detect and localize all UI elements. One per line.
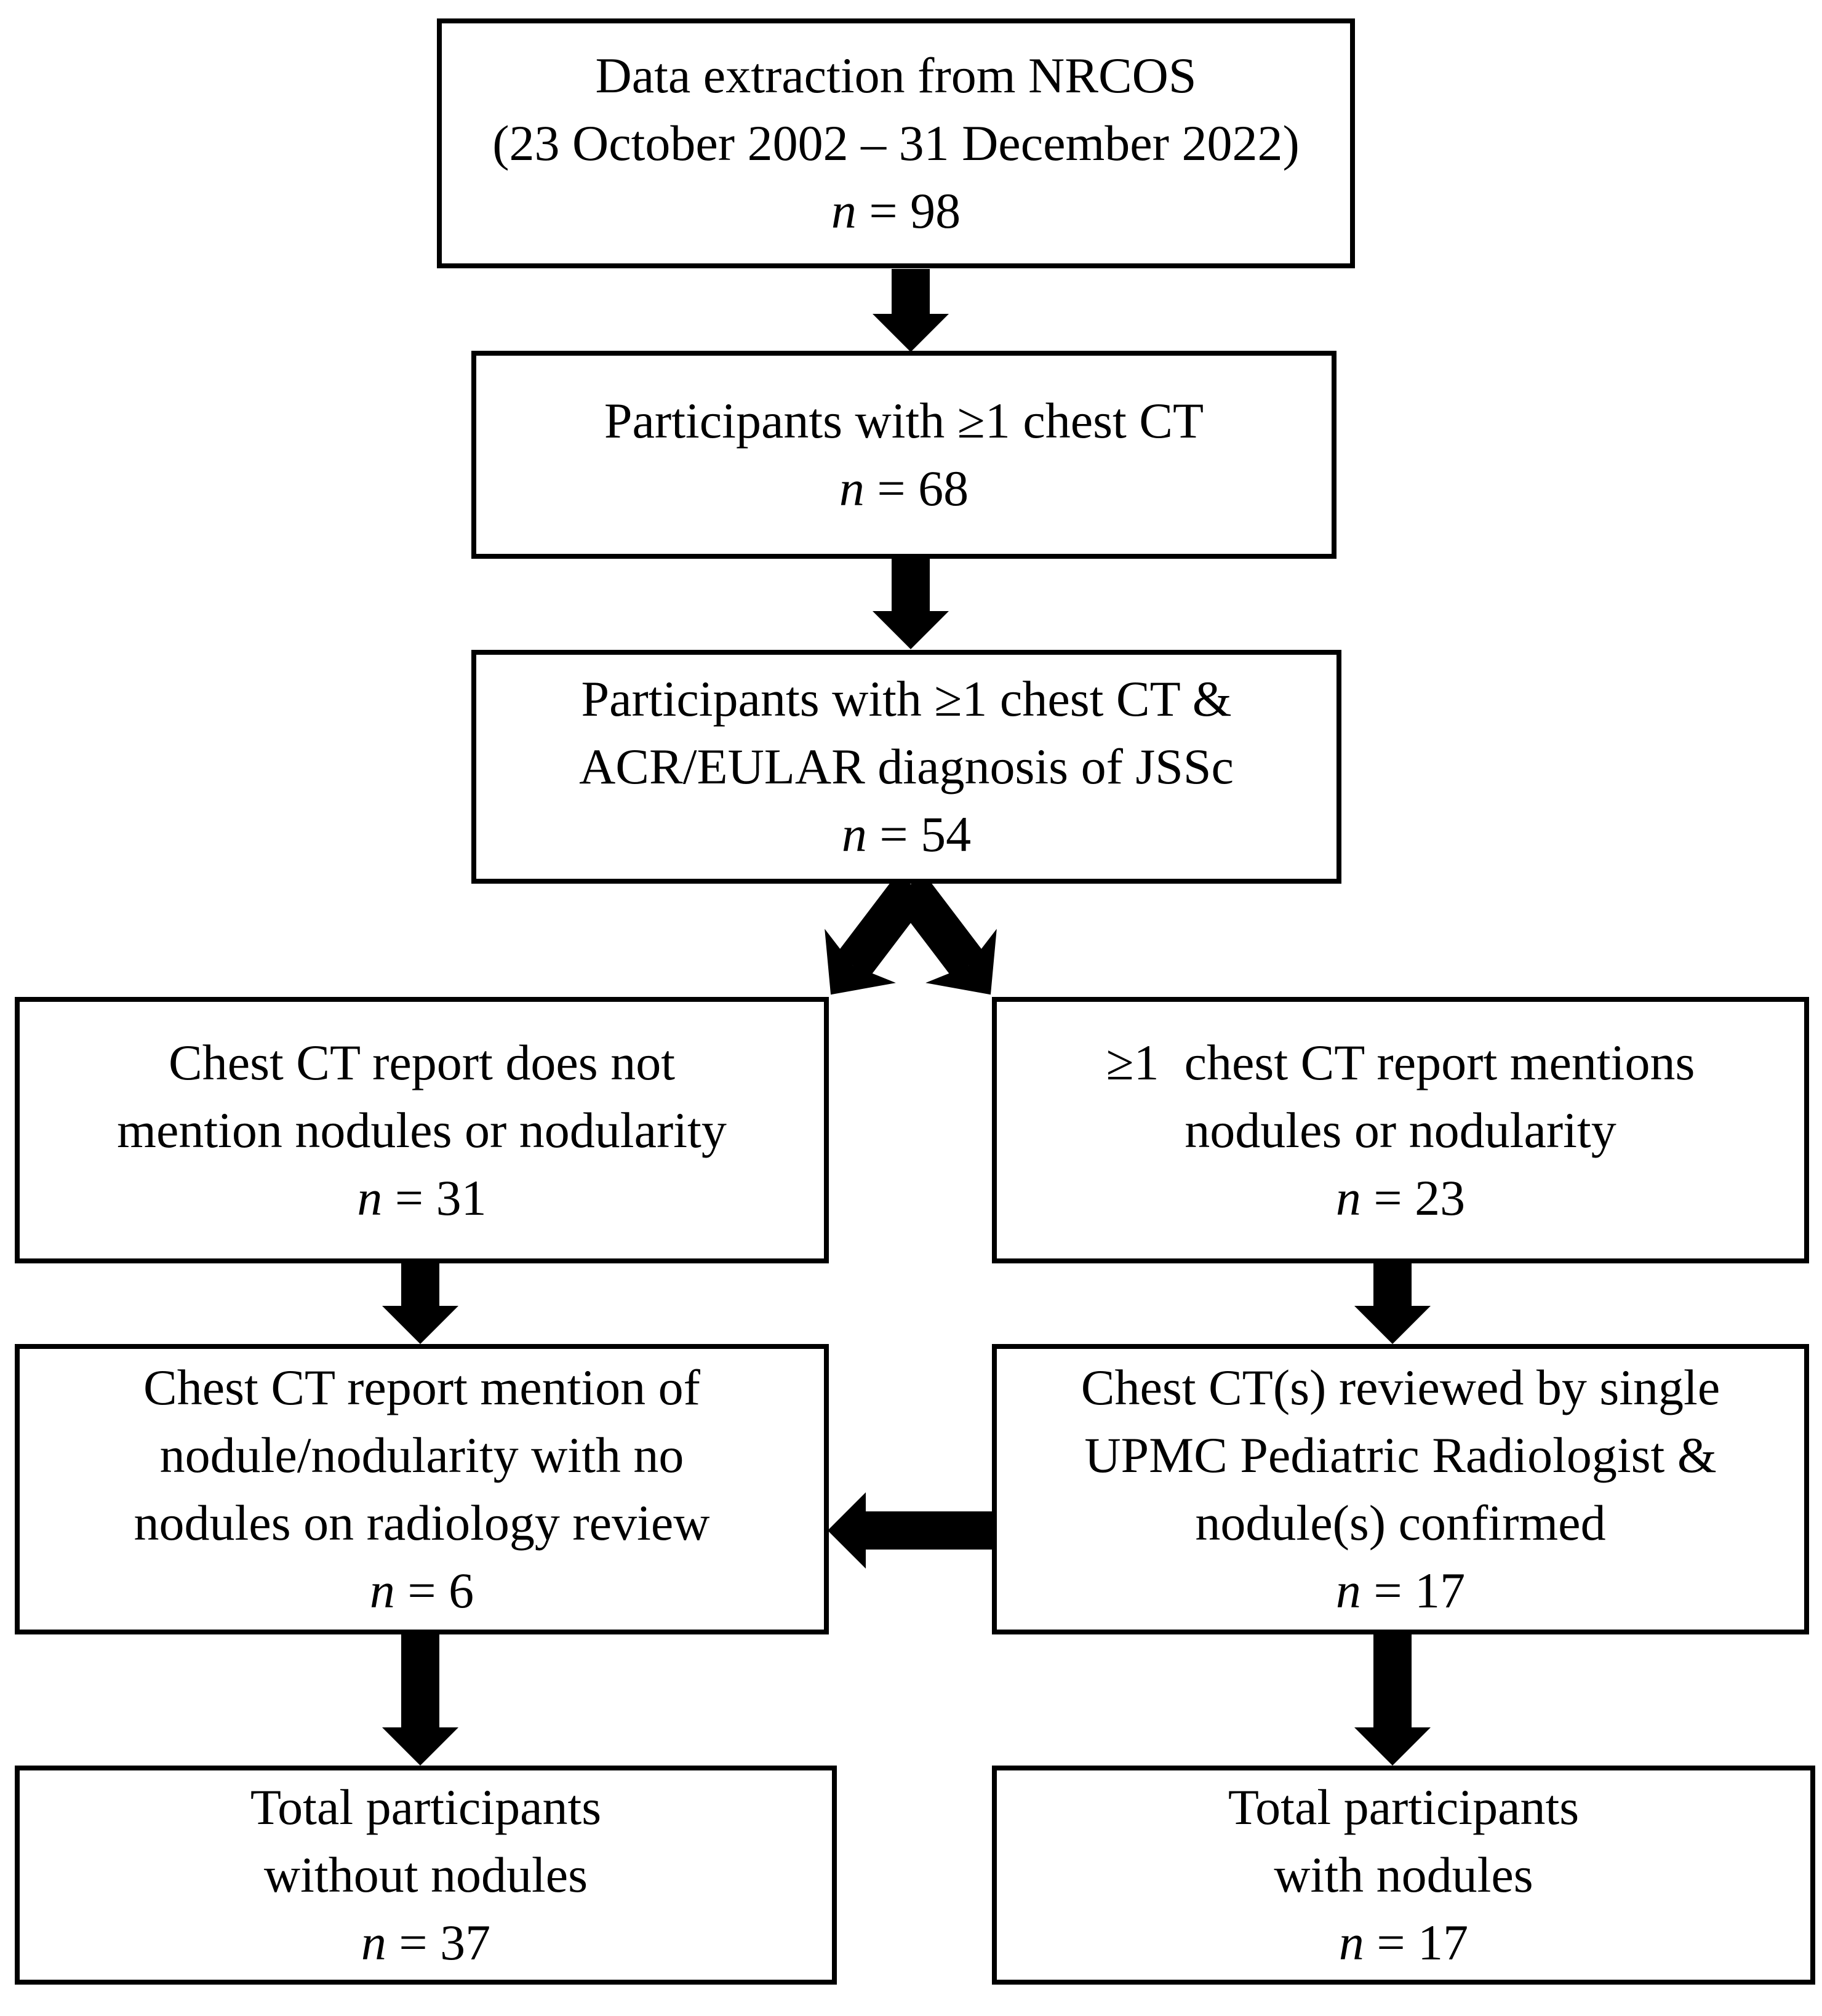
box-text-line: nodules or nodularity: [1185, 1102, 1616, 1158]
box-text-line: Data extraction from NRCOS: [595, 47, 1197, 103]
box-review-no-nodules: Chest CT report mention of nodule/nodula…: [15, 1344, 829, 1634]
n-count: n = 6: [370, 1557, 474, 1625]
box-jssc-diagnosis: Participants with ≥1 chest CT & ACR/EULA…: [471, 650, 1341, 884]
n-symbol: n: [1335, 1169, 1361, 1226]
box-participants-chest-ct: Participants with ≥1 chest CT n = 68: [471, 351, 1337, 559]
n-symbol: n: [1338, 1914, 1364, 1970]
box-total-without-nodules: Total participants without nodules n = 3…: [15, 1766, 837, 1985]
n-value: = 98: [856, 183, 961, 239]
n-count: n = 31: [357, 1164, 486, 1232]
n-value: = 17: [1361, 1562, 1466, 1618]
box-data-extraction: Data extraction from NRCOS (23 October 2…: [437, 18, 1355, 268]
n-value: = 54: [866, 806, 972, 862]
box-text-line: Chest CT(s) reviewed by single: [1081, 1359, 1720, 1415]
n-count: n = 98: [831, 177, 961, 245]
n-value: = 23: [1361, 1169, 1466, 1226]
box-text-line: nodule/nodularity with no: [159, 1427, 684, 1483]
n-value: = 68: [864, 460, 969, 516]
n-value: = 6: [394, 1562, 474, 1618]
n-count: n = 23: [1336, 1164, 1465, 1232]
n-count: n = 17: [1339, 1909, 1468, 1977]
box-text-line: Total participants: [1228, 1779, 1580, 1835]
n-value: = 17: [1364, 1914, 1469, 1970]
n-symbol: n: [839, 460, 865, 516]
box-text-line: (23 October 2002 – 31 December 2022): [492, 115, 1300, 171]
box-text-line: ≥1 chest CT report mentions: [1106, 1034, 1695, 1090]
box-text-line: Participants with ≥1 chest CT &: [581, 671, 1232, 727]
box-nodule-mentions: ≥1 chest CT report mentions nodules or n…: [992, 997, 1809, 1263]
n-count: n = 17: [1336, 1557, 1465, 1625]
n-count: n = 54: [842, 801, 971, 868]
box-text-line: UPMC Pediatric Radiologist &: [1084, 1427, 1717, 1483]
box-no-nodule-mention: Chest CT report does not mention nodules…: [15, 997, 829, 1263]
n-symbol: n: [357, 1169, 383, 1226]
n-symbol: n: [841, 806, 867, 862]
n-count: n = 68: [839, 455, 969, 522]
n-value: = 31: [382, 1169, 487, 1226]
split-arrow-left: [825, 874, 930, 995]
box-text-line: Chest CT report mention of: [143, 1359, 700, 1415]
box-text-line: nodule(s) confirmed: [1195, 1495, 1606, 1551]
box-text-line: Participants with ≥1 chest CT: [604, 393, 1204, 449]
box-text-line: mention nodules or nodularity: [117, 1102, 727, 1158]
box-text-line: Chest CT report does not: [169, 1034, 675, 1090]
n-symbol: n: [1335, 1562, 1361, 1618]
box-text-line: Total participants: [250, 1779, 602, 1835]
split-arrow-right: [892, 874, 997, 995]
n-symbol: n: [831, 183, 857, 239]
n-symbol: n: [369, 1562, 395, 1618]
box-text-line: with nodules: [1274, 1847, 1533, 1903]
box-total-with-nodules: Total participants with nodules n = 17: [992, 1766, 1815, 1985]
box-text-line: without nodules: [263, 1847, 588, 1903]
box-nodules-confirmed: Chest CT(s) reviewed by single UPMC Pedi…: [992, 1344, 1809, 1634]
box-text-line: ACR/EULAR diagnosis of JSSc: [579, 738, 1234, 794]
n-count: n = 37: [361, 1909, 490, 1977]
box-text-line: nodules on radiology review: [134, 1495, 710, 1551]
n-symbol: n: [361, 1914, 386, 1970]
n-value: = 37: [386, 1914, 491, 1970]
